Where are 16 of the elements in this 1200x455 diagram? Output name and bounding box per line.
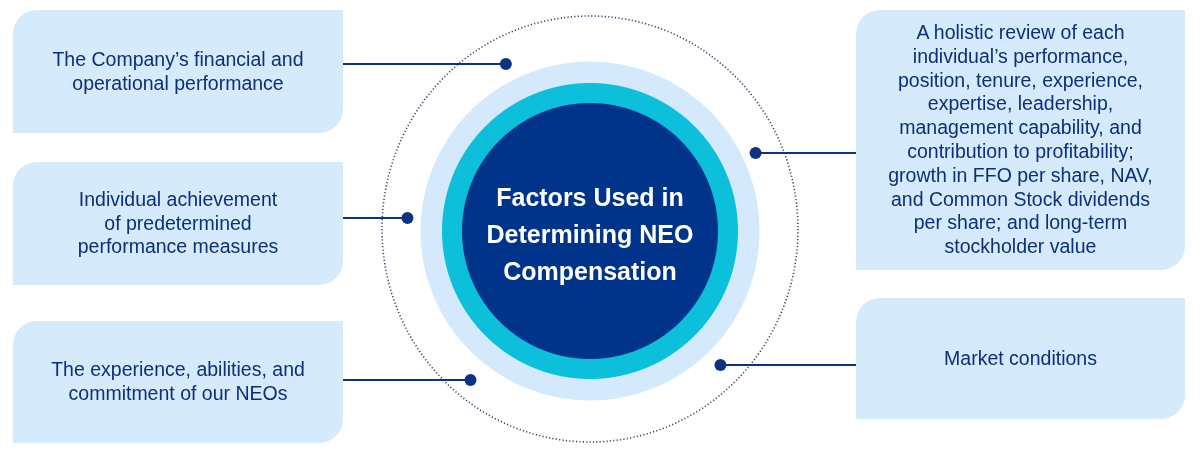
leader-line	[749, 147, 856, 159]
leader-line	[714, 359, 856, 371]
factor-card	[13, 10, 343, 133]
factor-card	[13, 162, 343, 285]
center-title: Factors Used in Determining NEO Compensation	[485, 181, 695, 287]
factor-card	[856, 298, 1185, 419]
leader-line	[343, 58, 512, 70]
leader-line	[343, 212, 414, 224]
factor-text: Market conditions	[944, 346, 1097, 371]
factor-text: Individual achievement of predetermined performance measures	[76, 187, 280, 260]
leader-line	[343, 374, 477, 386]
factor-text: A holistic review of each individual’s performance, position, tenure, experience, expertise, leadership, management capability, and contribution to profitability; growth in FFO per share, NAV, and Common Stock dividends per share; and long-term stockholder value	[887, 21, 1154, 259]
factor-text: The Company’s financial and operational performance	[51, 47, 305, 96]
factor-card	[13, 321, 343, 443]
factor-text: The experience, abilities, and commitment of our NEOs	[50, 358, 306, 406]
factor-card	[856, 10, 1185, 270]
